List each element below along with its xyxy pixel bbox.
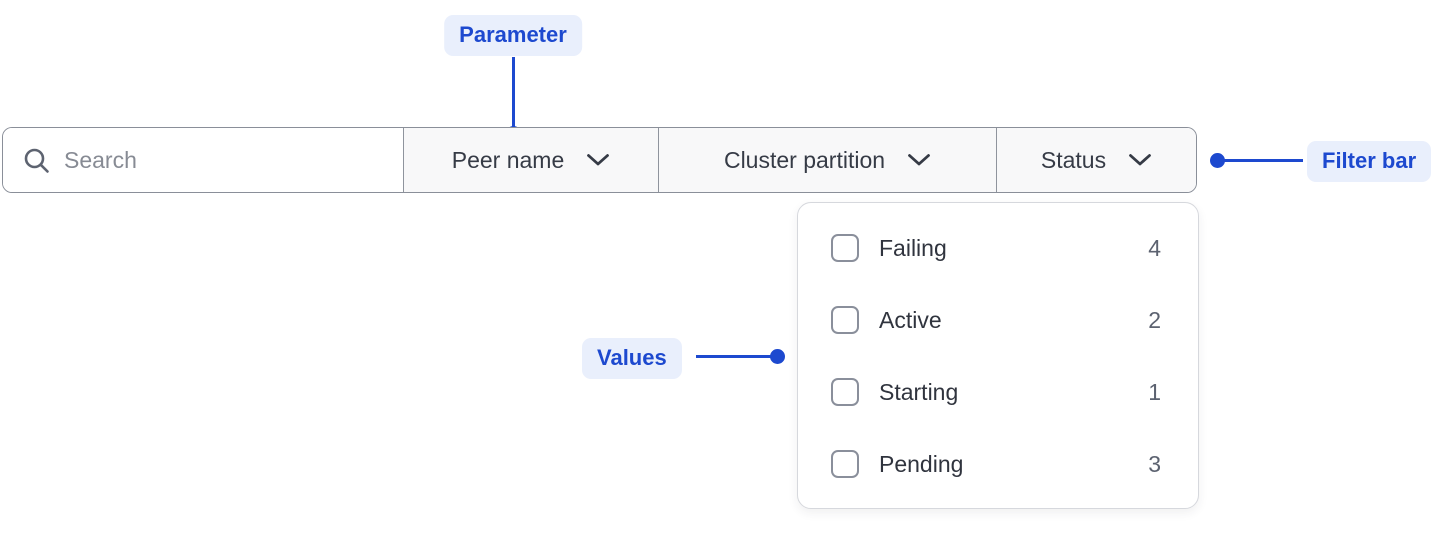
checkbox-pending[interactable] xyxy=(831,450,859,478)
filter-dropdown-label: Peer name xyxy=(451,146,565,173)
chevron-down-icon xyxy=(586,153,610,167)
filter-bar-leader-dot xyxy=(1210,153,1225,168)
filter-dropdown-label: Status xyxy=(1040,146,1107,173)
values-leader-dot xyxy=(770,349,785,364)
search-segment xyxy=(3,128,403,192)
option-count: 4 xyxy=(1148,234,1161,261)
option-label: Starting xyxy=(879,378,959,405)
parameter-leader-line xyxy=(512,57,515,127)
parameter-callout-badge: Parameter xyxy=(444,15,582,56)
dropdown-option-active[interactable]: Active 2 xyxy=(798,284,1198,356)
filter-dropdown-cluster-partition[interactable]: Cluster partition xyxy=(658,128,996,192)
option-label: Pending xyxy=(879,450,964,477)
status-dropdown-panel: Failing 4 Active 2 Starting 1 Pending 3 xyxy=(797,202,1199,509)
filter-dropdown-peer-name[interactable]: Peer name xyxy=(403,128,658,192)
filter-bar-leader-line xyxy=(1221,159,1303,162)
chevron-down-icon xyxy=(907,153,931,167)
chevron-down-icon xyxy=(1128,153,1152,167)
dropdown-option-pending[interactable]: Pending 3 xyxy=(798,428,1198,500)
option-count: 1 xyxy=(1148,378,1161,405)
filter-bar: Peer name Cluster partition Status xyxy=(2,127,1197,193)
filter-bar-callout-badge: Filter bar xyxy=(1307,141,1432,182)
search-icon xyxy=(23,147,50,174)
dropdown-option-failing[interactable]: Failing 4 xyxy=(798,212,1198,284)
option-label: Failing xyxy=(879,234,947,261)
values-leader-line xyxy=(696,355,772,358)
checkbox-active[interactable] xyxy=(831,306,859,334)
option-label: Active xyxy=(879,306,942,333)
filter-dropdown-status[interactable]: Status xyxy=(996,128,1196,192)
checkbox-failing[interactable] xyxy=(831,234,859,262)
filter-dropdown-label: Cluster partition xyxy=(723,146,886,173)
option-count: 3 xyxy=(1148,450,1161,477)
values-callout-badge: Values xyxy=(582,338,682,379)
dropdown-option-starting[interactable]: Starting 1 xyxy=(798,356,1198,428)
search-input[interactable] xyxy=(64,146,394,174)
option-count: 2 xyxy=(1148,306,1161,333)
checkbox-starting[interactable] xyxy=(831,378,859,406)
